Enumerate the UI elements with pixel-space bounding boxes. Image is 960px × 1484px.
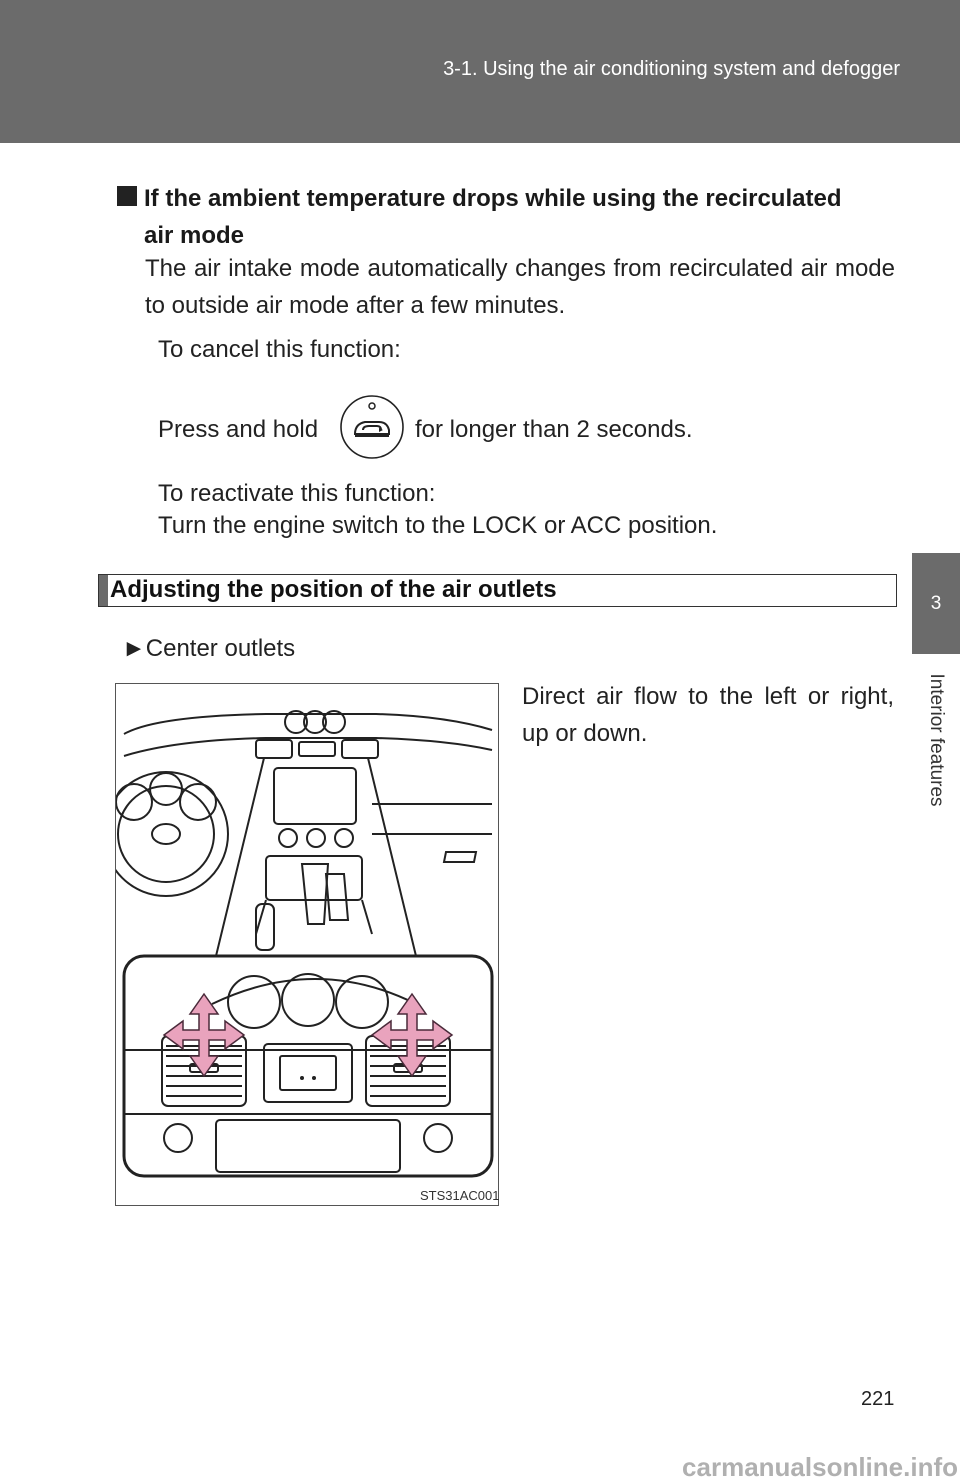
note-heading-line2: air mode <box>144 222 245 249</box>
bullet-arrow-icon: ► <box>122 635 146 662</box>
note-heading-line1: If the ambient temperature drops while u… <box>144 185 842 212</box>
dashboard-illustration <box>103 683 499 1206</box>
press-hold-suffix: for longer than 2 seconds. <box>415 416 693 443</box>
reactivate-body: Turn the engine switch to the LOCK or AC… <box>158 512 718 539</box>
section-title: Adjusting the position of the air outlet… <box>110 576 557 603</box>
chapter-number: 3 <box>930 592 942 614</box>
bullet-center-outlets: ►Center outlets <box>122 635 295 663</box>
chapter-label: Interior features <box>926 673 947 807</box>
note-body: The air intake mode automatically change… <box>145 255 895 319</box>
header-title: 3-1. Using the air conditioning system a… <box>443 58 900 80</box>
watermark-logo: carmanualsonline.info <box>682 1452 958 1482</box>
svg-text:carmanualsonline.info: carmanualsonline.info <box>682 1452 958 1482</box>
heading-square-icon <box>117 186 137 206</box>
reactivate-label: To reactivate this function: <box>158 480 436 507</box>
airflow-arrows <box>162 992 454 1078</box>
section-bar-accent <box>99 575 108 606</box>
figure-code: STS31AC001 <box>420 1188 500 1203</box>
press-hold-prefix: Press and hold <box>158 416 319 443</box>
bullet-label: Center outlets <box>145 635 296 662</box>
outlet-instruction: Direct air flow to the left or right, up… <box>522 683 894 747</box>
recirculation-button-icon <box>340 395 404 459</box>
page-header: 3-1. Using the air conditioning system a… <box>0 0 960 143</box>
cancel-label: To cancel this function: <box>158 336 401 363</box>
chapter-tab: 3 <box>912 553 960 654</box>
note-heading: If the ambient temperature drops while u… <box>144 180 894 254</box>
section-bar <box>98 574 897 607</box>
page-number: 221 <box>861 1388 895 1410</box>
dashboard-drawing <box>103 710 494 1178</box>
